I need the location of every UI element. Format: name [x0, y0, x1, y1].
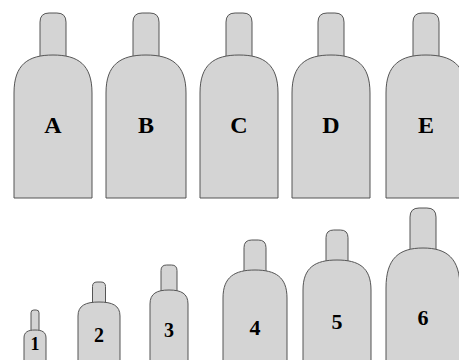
cylinder-valve [133, 13, 159, 61]
cylinder-body [150, 290, 188, 360]
cylinder-valve [40, 13, 66, 61]
cylinder-body [292, 55, 370, 198]
cylinder-label: 1 [24, 334, 46, 356]
cylinder-outline [303, 230, 371, 360]
cylinder-label: 6 [386, 305, 459, 331]
cylinder-body [386, 55, 459, 198]
cylinder-outline [106, 13, 186, 198]
cylinder-body [303, 260, 371, 360]
cylinder-outline [14, 13, 92, 198]
cylinder-valve [318, 13, 344, 61]
cylinder-label: E [386, 111, 459, 140]
cylinder-label: 4 [223, 315, 287, 341]
gas-cylinder: 1 [24, 310, 46, 360]
gas-cylinder: E [386, 13, 459, 198]
cylinder-outline [292, 13, 370, 198]
cylinder-valve [226, 13, 252, 61]
gas-cylinder: C [200, 13, 278, 198]
cylinder-valve [410, 208, 436, 254]
gas-cylinder: A [14, 13, 92, 198]
cylinder-outline [78, 282, 120, 360]
cylinder-outline [150, 265, 188, 360]
gas-cylinder: 4 [223, 240, 287, 360]
cylinder-label: 3 [150, 318, 188, 342]
cylinder-label: 2 [78, 323, 120, 347]
cylinder-outline [200, 13, 278, 198]
cylinder-body [14, 55, 92, 198]
cylinder-valve [413, 13, 439, 61]
cylinder-outline [386, 13, 459, 198]
cylinder-outline [223, 240, 287, 360]
cylinder-body [200, 55, 278, 198]
gas-cylinder: 5 [303, 230, 371, 360]
cylinder-body [78, 302, 120, 360]
cylinder-label: A [14, 111, 92, 140]
gas-cylinder: 3 [150, 265, 188, 360]
cylinder-body [24, 330, 46, 360]
cylinder-label: D [292, 111, 370, 140]
cylinder-label: B [106, 111, 186, 140]
cylinder-body [106, 55, 186, 198]
cylinder-label: 5 [303, 309, 371, 335]
gas-cylinder: 2 [78, 282, 120, 360]
cylinder-outline [386, 208, 459, 360]
gas-cylinder: B [106, 13, 186, 198]
cylinder-body [386, 248, 459, 360]
cylinder-label: C [200, 111, 278, 140]
cylinder-body [223, 270, 287, 360]
gas-cylinder: D [292, 13, 370, 198]
gas-cylinder: 6 [386, 208, 459, 360]
